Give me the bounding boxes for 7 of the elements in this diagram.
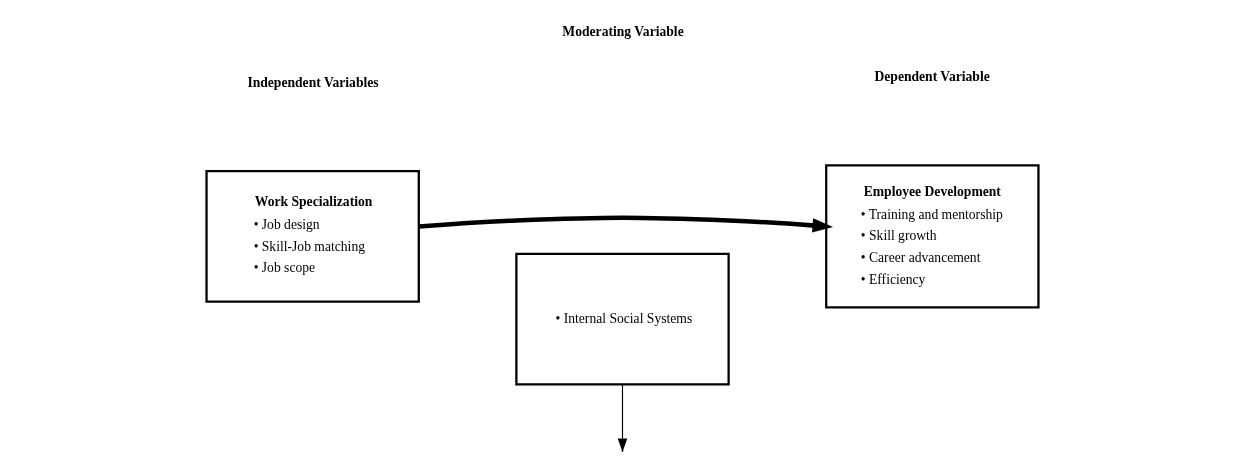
node-box: Work Specialization • Job design • Skill-Job matching • Job scope xyxy=(205,169,420,303)
label: Dependent Variable xyxy=(874,68,990,84)
node-box: Employee Development • Training and mentorship • Skill growth • Career advancement • Efficiency xyxy=(825,164,1040,309)
arrow xyxy=(418,215,833,233)
label: Moderating Variable xyxy=(562,23,684,39)
label: Independent Variables xyxy=(247,74,379,90)
node-box: • Internal Social Systems xyxy=(515,252,730,386)
